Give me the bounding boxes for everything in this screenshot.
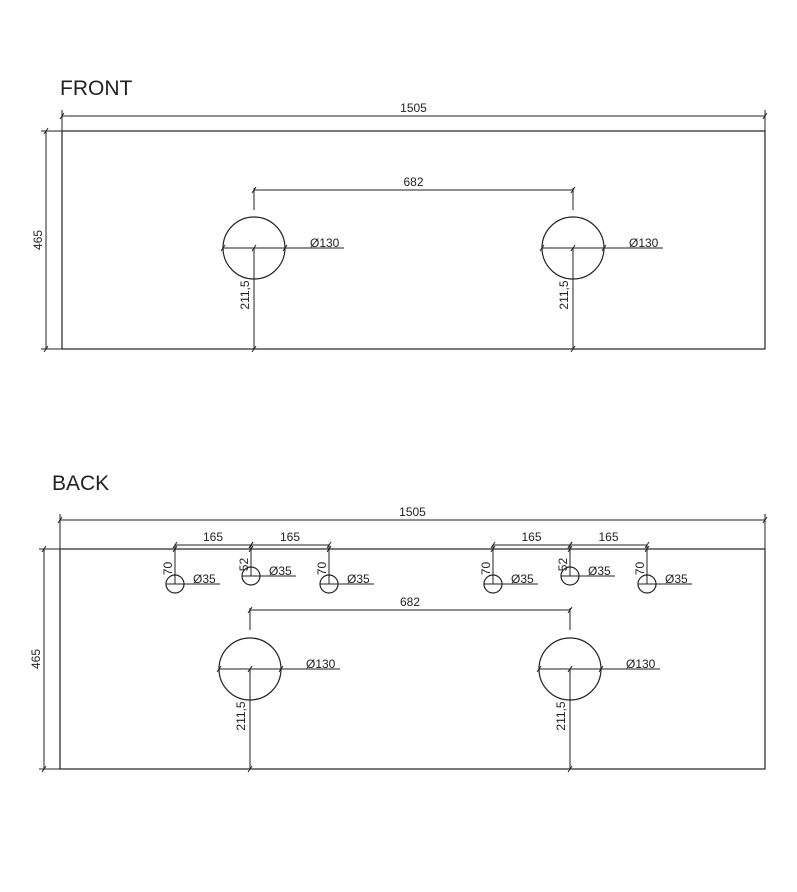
tap-hole-diameter-label: Ø35 [269,564,292,578]
tap-spacing-label: 165 [521,530,541,544]
dimension-tick [41,765,47,773]
dimension-tick [172,545,178,553]
dimension-tick [172,541,178,549]
dimension-tick [644,541,650,549]
back-basin-offset-label: 211,5 [234,701,248,730]
back-basin-offset-label: 211,5 [554,701,568,730]
tap-hole-offset-label: 70 [161,562,175,576]
dimension-tick [248,545,254,553]
tap-hole-offset-label: 52 [556,558,570,572]
dimension-tick [251,244,257,252]
dimension-tick [251,345,257,353]
dimension-tick [490,545,496,553]
tap-spacing-label: 165 [203,530,223,544]
tap-hole-offset-label: 70 [633,562,647,576]
dimension-tick [570,244,576,252]
dimension-tick [251,186,257,194]
tap-hole-diameter-label: Ø35 [588,564,611,578]
tap-hole-diameter-label: Ø35 [347,572,370,586]
dimension-tick [247,665,253,673]
front-basin-diameter-label: Ø130 [310,236,340,250]
tap-hole-diameter-label: Ø35 [511,572,534,586]
dimension-tick [490,541,496,549]
tap-spacing-label: 165 [280,530,300,544]
dimension-tick [326,545,332,553]
dimension-tick [59,112,65,120]
tap-hole-offset-label: 70 [479,562,493,576]
back-countertop-outline [59,548,766,770]
tap-hole-offset-label: 52 [237,558,251,572]
tap-spacing-label: 165 [598,530,618,544]
back-basin-spacing-label: 682 [400,595,420,609]
front-width-label: 1505 [400,101,427,115]
dimension-tick [43,345,49,353]
dimension-tick [41,545,47,553]
front-basin-offset-label: 211,5 [557,280,571,309]
dimension-tick [57,516,63,524]
dimension-tick [220,244,226,252]
dimension-tick [567,665,573,673]
dimension-tick [248,541,254,549]
back-view-title: BACK [52,472,109,495]
tap-hole-diameter-label: Ø35 [665,572,688,586]
dimension-tick [567,765,573,773]
back-height-label: 465 [29,649,43,669]
dimension-tick [247,765,253,773]
front-countertop-outline [61,130,766,350]
dimension-tick [567,545,573,553]
front-basin-offset-label: 211,5 [238,280,252,309]
dimension-tick [216,665,222,673]
tap-hole-offset-label: 70 [315,562,329,576]
back-basin-diameter-label: Ø130 [626,657,656,671]
dimension-tick [644,545,650,553]
front-basin-diameter-label: Ø130 [629,236,659,250]
dimension-tick [567,541,573,549]
dimension-tick [567,606,573,614]
front-view-title: FRONT [60,77,132,100]
dimension-tick [570,186,576,194]
dimension-tick [570,345,576,353]
dimension-tick [762,516,768,524]
tap-hole-diameter-label: Ø35 [193,572,216,586]
back-width-label: 1505 [399,505,426,519]
dimension-tick [247,606,253,614]
dimension-tick [282,244,288,252]
dimension-tick [326,541,332,549]
dimension-tick [278,665,284,673]
dimension-tick [762,112,768,120]
dimension-tick [601,244,607,252]
dimension-tick [43,127,49,135]
dimension-tick [539,244,545,252]
dimension-tick [536,665,542,673]
front-basin-spacing-label: 682 [403,175,423,189]
front-height-label: 465 [31,230,45,250]
back-basin-diameter-label: Ø130 [306,657,336,671]
dimension-tick [598,665,604,673]
